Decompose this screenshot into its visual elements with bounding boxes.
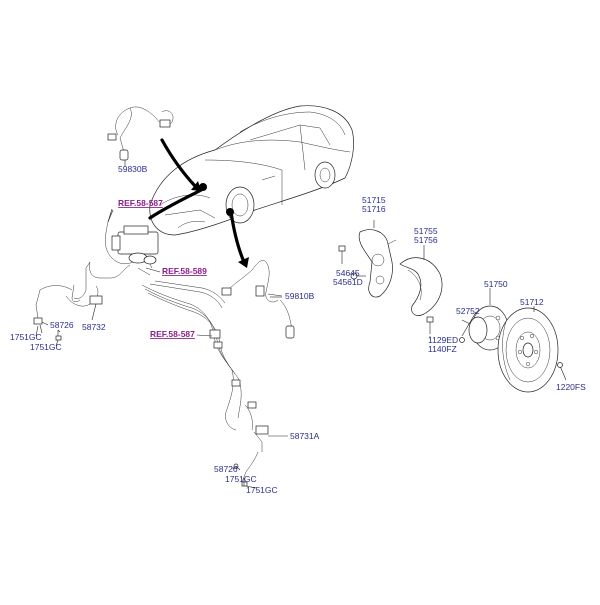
label-1140fz[interactable]: 1140FZ	[428, 344, 457, 354]
brake-disc	[497, 306, 559, 393]
label-58726-bottom[interactable]: 58726	[214, 464, 238, 474]
disc-screw	[557, 362, 567, 381]
label-1220fs[interactable]: 1220FS	[556, 382, 586, 392]
label-54561d[interactable]: 54561D	[333, 277, 363, 287]
label-51716[interactable]: 51716	[362, 204, 386, 214]
hydraulic-unit	[105, 209, 159, 276]
leader-lines	[35, 208, 477, 489]
label-52752[interactable]: 52752	[456, 306, 480, 316]
rear-speed-sensor-59810b	[221, 260, 295, 339]
label-58731a[interactable]: 58731A	[290, 431, 320, 441]
label-1751gc-left-a[interactable]: 1751GC	[10, 332, 42, 342]
brake-lines-left	[33, 261, 131, 341]
callout-labels: 59830B REF.58-587 REF.58-589 REF.58-587 …	[10, 164, 586, 495]
label-59830b[interactable]: 59830B	[118, 164, 148, 174]
ref-link-upper[interactable]: REF.58-587	[118, 198, 163, 208]
label-58732[interactable]: 58732	[82, 322, 106, 332]
label-51755[interactable]: 51755	[414, 226, 438, 236]
label-1751gc-left-b[interactable]: 1751GC	[30, 342, 62, 352]
steering-knuckle	[358, 220, 397, 298]
label-54645[interactable]: 54645	[336, 268, 360, 278]
dust-cover	[399, 245, 443, 316]
dust-cover-bolt	[426, 316, 434, 334]
label-51715[interactable]: 51715	[362, 195, 386, 205]
label-58726-left[interactable]: 58726	[50, 320, 74, 330]
label-51712[interactable]: 51712	[520, 297, 544, 307]
ref-link-middle[interactable]: REF.58-589	[162, 266, 207, 276]
callout-arrows	[148, 138, 249, 268]
label-51750[interactable]: 51750	[484, 279, 508, 289]
ref-link-lower[interactable]: REF.58-587	[150, 329, 195, 339]
label-1129ed[interactable]: 1129ED	[428, 335, 458, 345]
knuckle-bolt	[338, 245, 366, 280]
label-1751gc-bottom-b[interactable]: 1751GC	[246, 485, 278, 495]
brake-lines-center	[141, 280, 257, 431]
label-1751gc-bottom-a[interactable]: 1751GC	[225, 474, 257, 484]
front-speed-sensor-59830b	[107, 106, 174, 166]
label-59810b[interactable]: 59810B	[285, 291, 315, 301]
label-51756[interactable]: 51756	[414, 235, 438, 245]
